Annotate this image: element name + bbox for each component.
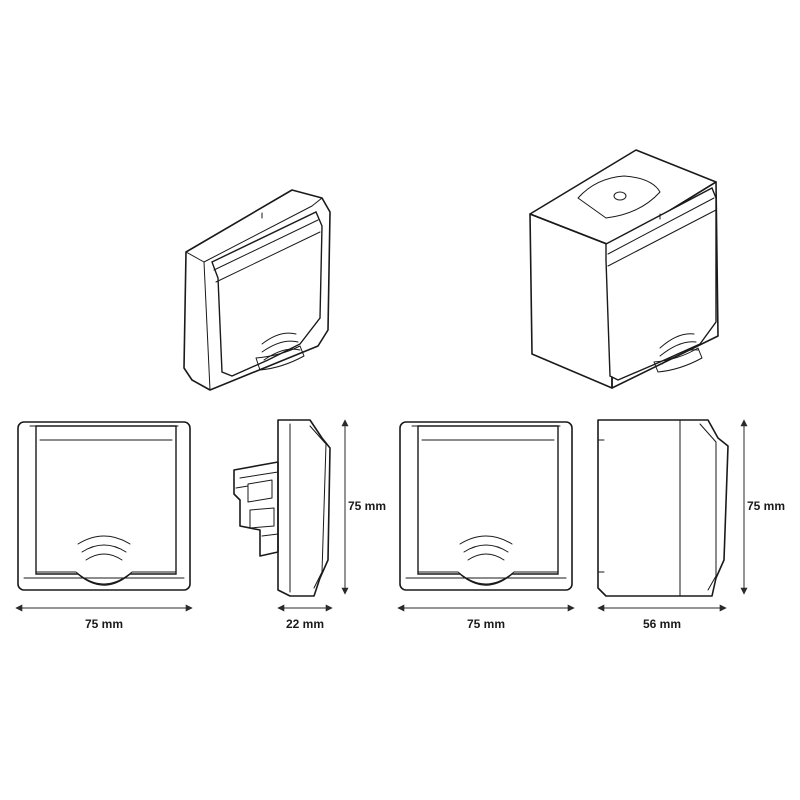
lid (35, 425, 177, 586)
dim-label-side-large-depth: 56 mm (643, 617, 681, 631)
side-view-flush-socket (233, 419, 331, 597)
dim-label-front-small-width: 75 mm (85, 617, 123, 631)
iso-view-surface-socket (529, 149, 719, 389)
dimension-lines (15, 419, 748, 612)
dim-label-side-large-height: 75 mm (747, 499, 785, 513)
dim-label-side-small-depth: 22 mm (286, 617, 324, 631)
side-view-surface-socket (597, 419, 729, 597)
front-view-flush-socket (17, 421, 191, 591)
dim-label-front-large-width: 75 mm (467, 617, 505, 631)
lid (417, 425, 559, 586)
dim-label-side-small-height: 75 mm (348, 499, 386, 513)
iso-view-flush-socket (183, 189, 331, 391)
front-view-surface-socket (399, 421, 573, 591)
